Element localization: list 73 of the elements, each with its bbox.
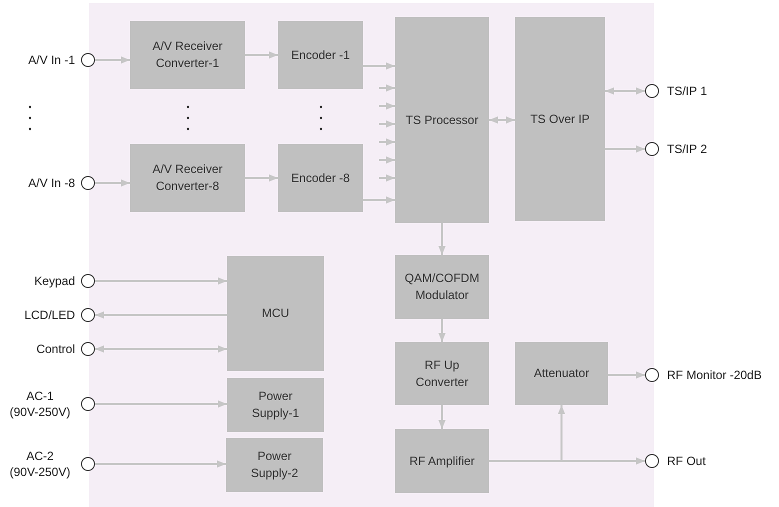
port-label: RF Monitor -20dB (667, 367, 762, 383)
arrow (605, 145, 645, 153)
arrow (379, 102, 395, 110)
arrow (379, 84, 395, 92)
process-block (130, 144, 245, 212)
port-circle (81, 457, 95, 471)
port-label: AC-1 (90V-250V) (8, 388, 72, 420)
process-block (395, 429, 489, 493)
port-circle (645, 368, 659, 382)
arrow (438, 405, 446, 429)
arrow (95, 311, 227, 319)
block-label: A/V Receiver Converter-8 (151, 161, 224, 195)
port-label: LCD/LED (24, 307, 75, 323)
port-circle (81, 274, 95, 288)
arrow (608, 371, 645, 379)
arrow (363, 62, 395, 70)
port-circle (645, 84, 659, 98)
process-block (226, 438, 323, 492)
arrow (438, 223, 446, 255)
arrow (95, 460, 226, 468)
port-label: TS/IP 1 (667, 83, 708, 99)
arrow (95, 277, 227, 285)
block-label: Encoder -1 (291, 46, 350, 64)
arrow (95, 56, 130, 64)
block-label: Encoder -8 (291, 170, 350, 186)
arrow (245, 51, 278, 59)
port-label: RF Out (667, 453, 706, 469)
process-block (227, 256, 324, 371)
port-circle (81, 342, 95, 356)
block-label: RF Up Converter (414, 356, 470, 390)
port-circle (81, 53, 95, 67)
arrow (605, 87, 645, 95)
block-label: Attenuator (534, 365, 590, 382)
port-label: AC-2 (90V-250V) (8, 448, 72, 480)
arrow (95, 345, 227, 353)
port-label: Keypad (34, 273, 75, 289)
process-block (130, 21, 245, 89)
block-label: TS Over IP (530, 110, 590, 128)
arrow (363, 196, 395, 204)
process-block (278, 144, 363, 212)
block-label: A/V Receiver Converter-1 (151, 38, 224, 72)
process-block (515, 17, 605, 221)
port-label: Control (36, 341, 75, 357)
port-circle (645, 142, 659, 156)
arrow (95, 400, 227, 408)
port-circle (81, 176, 95, 190)
block-label: RF Amplifier (409, 452, 475, 470)
block-label: MCU (262, 305, 290, 322)
arrow (438, 319, 446, 342)
arrow (379, 138, 395, 146)
arrow (489, 116, 515, 124)
arrow (379, 120, 395, 128)
arrow (379, 174, 395, 182)
process-block (395, 255, 489, 319)
process-block (395, 17, 489, 223)
port-circle (81, 308, 95, 322)
process-block (278, 21, 363, 89)
port-circle (81, 397, 95, 411)
process-block (227, 378, 324, 432)
port-circle (645, 454, 659, 468)
block-label: Power Supply-1 (250, 388, 300, 422)
arrow (489, 457, 645, 465)
arrow (379, 156, 395, 164)
block-label: QAM/COFDM Modulator (404, 270, 480, 304)
block-label: Power Supply-2 (250, 448, 300, 482)
port-label: A/V In -8 (28, 175, 75, 191)
port-label: TS/IP 2 (667, 141, 708, 157)
process-block (515, 342, 608, 405)
port-label: A/V In -1 (28, 52, 75, 68)
arrow (245, 174, 278, 182)
process-block (395, 342, 489, 405)
block-label: TS Processor (406, 112, 478, 128)
arrow (95, 179, 130, 187)
